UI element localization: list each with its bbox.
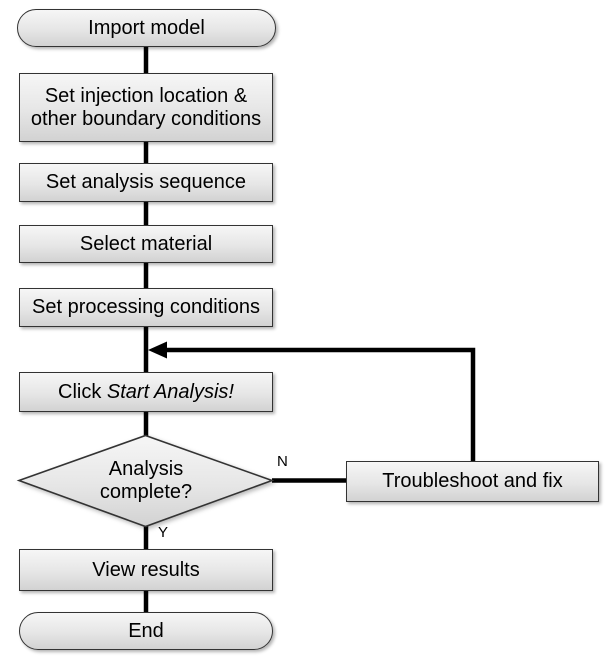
node-click-start-analysis: Click Start Analysis! bbox=[19, 372, 273, 412]
node-start-label: Import model bbox=[88, 16, 205, 39]
node-start: Import model bbox=[17, 9, 276, 47]
node-select-material: Select material bbox=[19, 225, 273, 263]
branch-label-yes: Y bbox=[158, 524, 169, 541]
node-set-processing-label: Set processing conditions bbox=[32, 296, 260, 318]
node-troubleshoot: Troubleshoot and fix bbox=[346, 461, 599, 502]
connector-feedback-loop bbox=[165, 347, 476, 462]
feedback-arrowhead-icon bbox=[148, 341, 167, 359]
node-view-results: View results bbox=[19, 549, 273, 591]
node-view-results-label: View results bbox=[92, 558, 200, 581]
node-set-sequence: Set analysis sequence bbox=[19, 163, 273, 202]
node-select-material-label: Select material bbox=[79, 232, 213, 255]
node-set-injection-label: Set injection location & other boundary … bbox=[30, 84, 262, 130]
node-set-injection: Set injection location & other boundary … bbox=[19, 73, 273, 142]
node-set-sequence-label: Set analysis sequence bbox=[45, 171, 247, 193]
node-end-label: End bbox=[128, 619, 164, 642]
click-label-prefix: Click bbox=[58, 380, 107, 403]
node-decision-label-box: Analysis complete? bbox=[76, 442, 216, 520]
node-end: End bbox=[19, 612, 273, 650]
click-label-italic: Start Analysis! bbox=[106, 380, 234, 403]
node-set-processing: Set processing conditions bbox=[19, 288, 273, 327]
node-decision-label: Analysis complete? bbox=[99, 458, 193, 503]
branch-label-no: N bbox=[277, 453, 288, 470]
node-decision-shape bbox=[16, 434, 275, 528]
node-troubleshoot-label: Troubleshoot and fix bbox=[382, 470, 563, 492]
node-click-start-analysis-label: Click Start Analysis! bbox=[58, 381, 234, 404]
